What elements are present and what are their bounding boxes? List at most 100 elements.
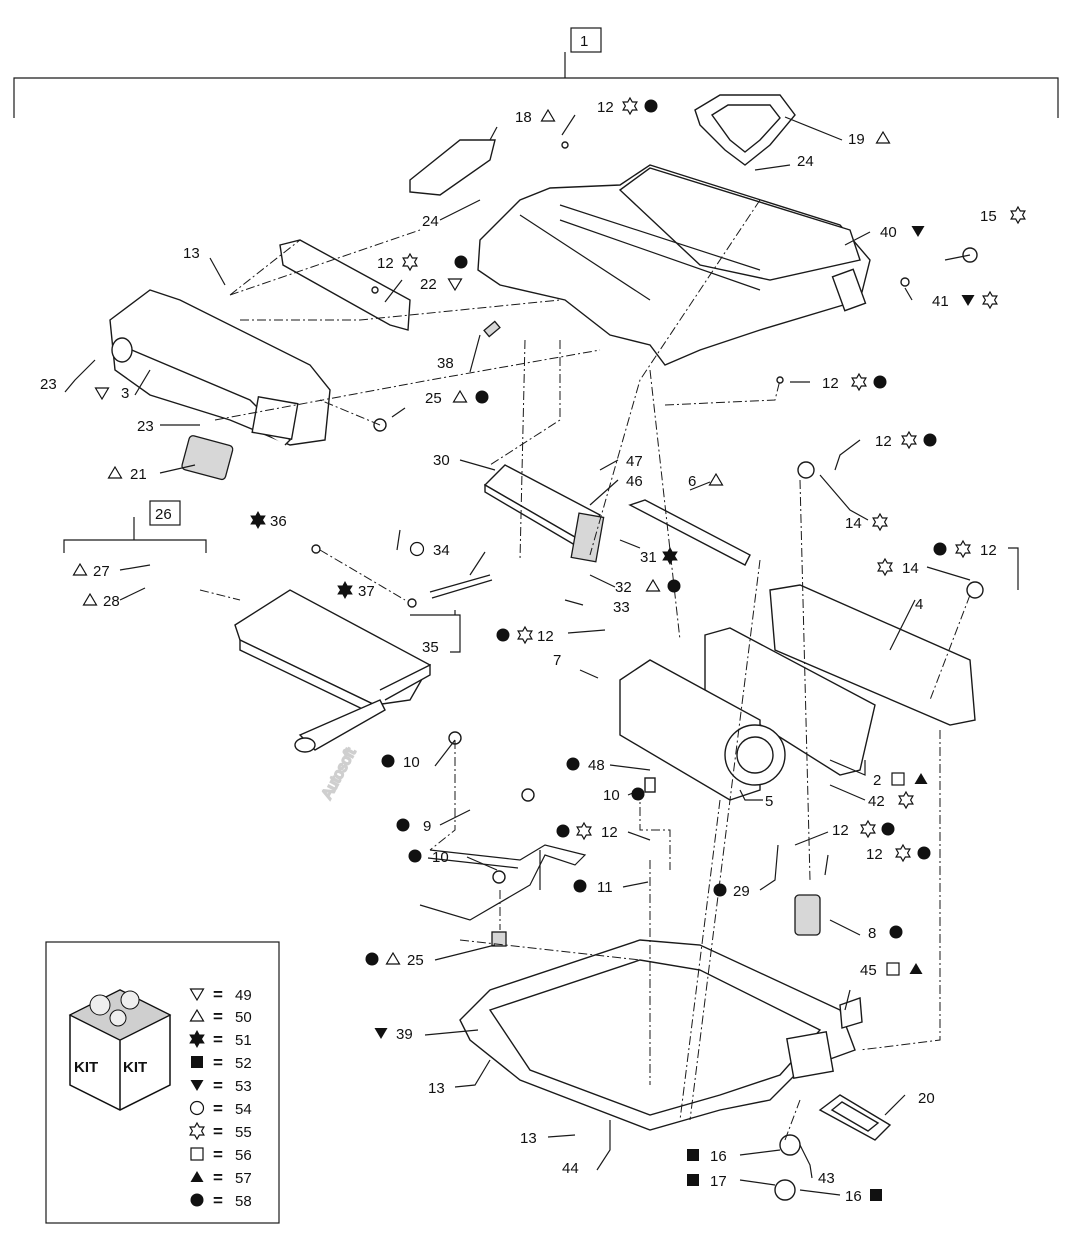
lower-housing xyxy=(459,939,856,1131)
watermark-text: Autosoft xyxy=(319,745,360,802)
legend-equals: = xyxy=(213,1053,223,1072)
dashed-leaders xyxy=(199,199,971,1141)
legend-equals: = xyxy=(213,1007,223,1026)
plate-21 xyxy=(181,435,234,481)
small-hardware xyxy=(311,141,984,1201)
callout-37: 37 xyxy=(358,583,375,600)
callout-3: 3 xyxy=(121,385,129,402)
callout-12: 12 xyxy=(866,846,883,863)
callout-leaders xyxy=(64,114,1019,1196)
callout-35: 35 xyxy=(422,639,439,656)
callout-12: 12 xyxy=(377,255,394,272)
callout-15: 15 xyxy=(980,208,997,225)
callout-40: 40 xyxy=(880,224,897,241)
kit-box-icon: KIT KIT xyxy=(68,989,172,1111)
callout-12: 12 xyxy=(832,822,849,839)
assembly-ref-label: 1 xyxy=(580,33,588,50)
filter-frame-4 xyxy=(769,584,976,726)
callout-12: 12 xyxy=(597,99,614,116)
callout-4: 4 xyxy=(915,596,923,613)
hose-9 xyxy=(419,844,587,921)
callout-24: 24 xyxy=(797,153,814,170)
callout-28: 28 xyxy=(103,593,120,610)
callout-38: 38 xyxy=(437,355,454,372)
callout-2: 2 xyxy=(873,772,881,789)
callout-10: 10 xyxy=(603,787,620,804)
callout-27: 27 xyxy=(93,563,110,580)
callout-11: 11 xyxy=(597,879,613,896)
callout-23: 23 xyxy=(40,376,57,393)
callout-14: 14 xyxy=(845,515,862,532)
legend-number-52: 52 xyxy=(235,1055,252,1072)
callout-10: 10 xyxy=(432,849,449,866)
kit-label-left: KIT xyxy=(74,1059,98,1076)
callout-43: 43 xyxy=(818,1170,835,1187)
hose-9b xyxy=(427,850,541,890)
callout-20: 20 xyxy=(918,1090,935,1107)
group-26-bracket: 26 xyxy=(63,500,461,653)
callout-42: 42 xyxy=(868,793,885,810)
legend-equals: = xyxy=(213,1191,223,1210)
callout-7: 7 xyxy=(553,652,561,669)
gasket-20-inner xyxy=(830,1101,880,1132)
callout-29: 29 xyxy=(733,883,750,900)
legend-equals: = xyxy=(213,1145,223,1164)
callout-8: 8 xyxy=(868,925,876,942)
legend-number-58: 58 xyxy=(235,1193,252,1210)
callout-12: 12 xyxy=(980,542,997,559)
legend-equals: = xyxy=(213,1168,223,1187)
legend-equals: = xyxy=(213,1030,223,1049)
callout-33: 33 xyxy=(613,599,630,616)
upper-housing xyxy=(477,164,871,366)
kit-legend: KIT KIT = 49 = 50 = 51 = 52 = 53 = 54 = … xyxy=(45,941,280,1224)
callout-45: 45 xyxy=(860,962,877,979)
legend-number-55: 55 xyxy=(235,1124,252,1141)
callout-18: 18 xyxy=(515,109,532,126)
legend-number-51: 51 xyxy=(235,1032,252,1049)
legend-equals: = xyxy=(213,985,223,1004)
assembly-bracket: 1 xyxy=(13,27,1059,118)
callout-13: 13 xyxy=(520,1130,537,1147)
callout-13: 13 xyxy=(428,1080,445,1097)
pipe-34 xyxy=(429,574,493,599)
legend-number-53: 53 xyxy=(235,1078,252,1095)
callout-31: 31 xyxy=(640,549,657,566)
callout-32: 32 xyxy=(615,579,632,596)
callout-39: 39 xyxy=(396,1026,413,1043)
bracket-45 xyxy=(839,997,863,1029)
callout-34: 34 xyxy=(433,542,450,559)
legend-number-56: 56 xyxy=(235,1147,252,1164)
callout-5: 5 xyxy=(765,793,773,810)
callout-19: 19 xyxy=(848,131,865,148)
callout-46: 46 xyxy=(626,473,643,490)
callout-47: 47 xyxy=(626,453,643,470)
actuator-31 xyxy=(570,512,605,563)
legend-equals: = xyxy=(213,1122,223,1141)
callout-16: 16 xyxy=(845,1188,862,1205)
callout-10: 10 xyxy=(403,754,420,771)
gasket-18 xyxy=(409,139,496,196)
callout-12: 12 xyxy=(537,628,554,645)
callout-41: 41 xyxy=(932,293,949,310)
legend-number-50: 50 xyxy=(235,1009,252,1026)
callout-21: 21 xyxy=(130,466,147,483)
callout-30: 30 xyxy=(433,452,450,469)
callout-12: 12 xyxy=(822,375,839,392)
callout-24: 24 xyxy=(422,213,439,230)
legend-number-49: 49 xyxy=(235,987,252,1004)
duct-3 xyxy=(109,289,331,446)
callout-6: 6 xyxy=(688,473,696,490)
strip-22 xyxy=(279,239,411,331)
legend-equals: = xyxy=(213,1076,223,1095)
callout-13: 13 xyxy=(183,245,200,262)
legend-equals: = xyxy=(213,1099,223,1118)
callout-36: 36 xyxy=(270,513,287,530)
blower-5 xyxy=(619,659,786,801)
callout-25: 25 xyxy=(425,390,442,407)
group-ref-label: 26 xyxy=(155,506,172,523)
callout-17: 17 xyxy=(710,1173,727,1190)
legend-number-57: 57 xyxy=(235,1170,252,1187)
callout-48: 48 xyxy=(588,757,605,774)
motor-8 xyxy=(794,894,821,936)
